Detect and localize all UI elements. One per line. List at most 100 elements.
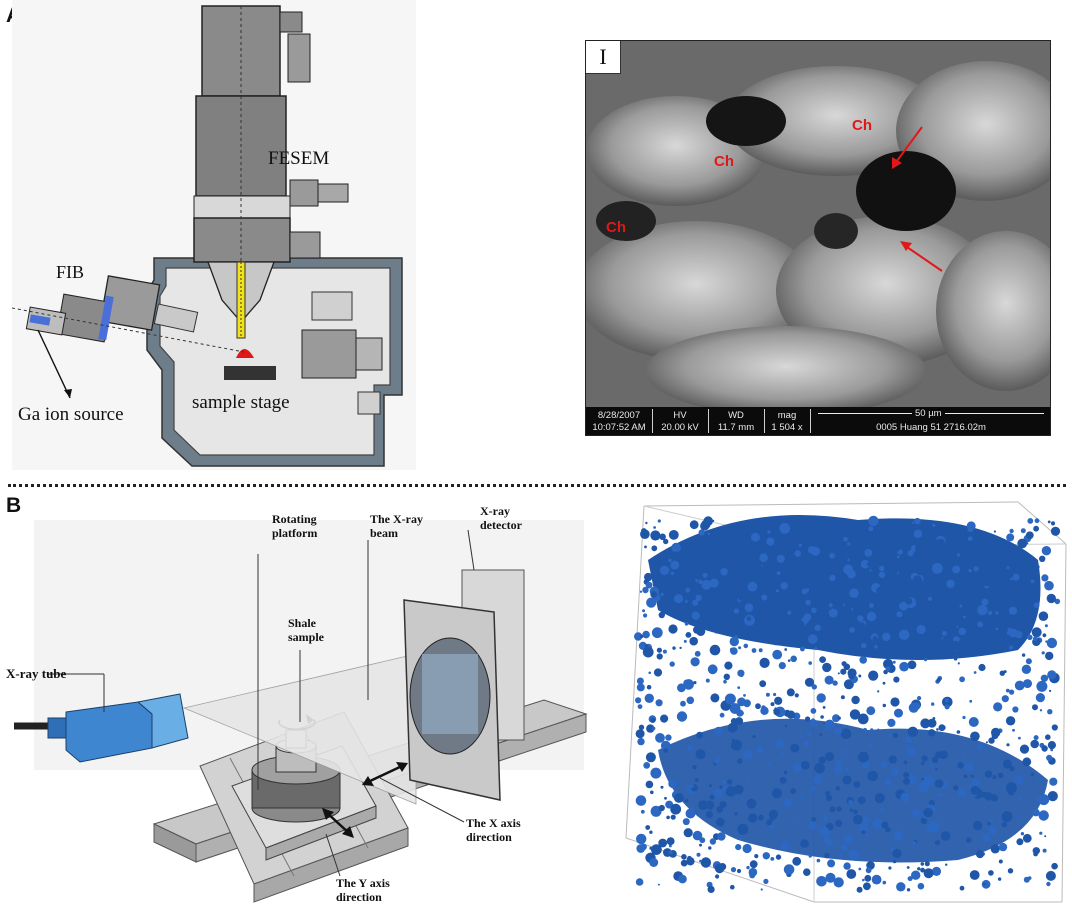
pore-blob <box>970 731 980 742</box>
pore-blob <box>1005 716 1016 726</box>
pore-blob <box>1002 759 1012 769</box>
sem-hv-label: HV <box>673 410 687 421</box>
pore-blob <box>997 877 1002 881</box>
pore-blob <box>649 846 653 850</box>
pore-blob <box>1046 881 1051 887</box>
pore-blob <box>981 598 989 606</box>
pore-blob <box>722 780 727 785</box>
pore-blob <box>687 855 692 861</box>
pore-blob <box>685 632 692 638</box>
pore-blob <box>988 870 994 876</box>
pore-blob <box>924 861 930 867</box>
fesem-label: FESEM <box>268 148 330 169</box>
pore-blob <box>855 601 859 605</box>
pore-blob <box>677 683 686 693</box>
pore-blob <box>847 542 851 546</box>
pore-blob <box>825 872 836 883</box>
sem-info-line: 0005 Huang 51 2716.02m <box>876 422 986 433</box>
pore-blob <box>991 727 1001 738</box>
pore-blob <box>835 786 840 791</box>
pore-blob <box>890 542 900 552</box>
pore-blob <box>696 731 703 739</box>
pore-blob <box>666 837 675 846</box>
pore-blob <box>699 843 702 847</box>
pore-blob <box>849 808 853 812</box>
pore-blob <box>651 545 658 552</box>
pore-blob <box>694 650 701 657</box>
pore-blob <box>737 758 743 764</box>
pore-blob <box>760 888 763 891</box>
pore-blob <box>920 862 925 866</box>
pore-blob <box>743 555 746 558</box>
pore-blob <box>1042 848 1047 853</box>
pore-blob <box>644 644 648 648</box>
sem-wd-value: 11.7 mm <box>717 422 755 433</box>
pore-blob <box>1045 870 1056 881</box>
pore-blob <box>879 565 885 572</box>
pore-blob <box>786 710 796 719</box>
pore-blob <box>737 669 745 677</box>
pore-blob <box>790 743 800 753</box>
pore-blob <box>656 653 663 660</box>
pore-blob <box>809 786 816 792</box>
pore-blob <box>704 537 711 544</box>
pore-blob <box>945 863 948 866</box>
pore-blob <box>841 843 848 851</box>
pore-blob <box>866 640 870 644</box>
pore-blob <box>695 749 706 760</box>
pore-blob <box>992 775 997 780</box>
pore-blob <box>653 526 656 529</box>
pore-blob <box>666 815 670 820</box>
pore-blob <box>656 647 662 653</box>
pore-blob <box>969 870 980 880</box>
pore-blob <box>636 683 645 692</box>
pore-blob <box>959 885 965 891</box>
pore-blob <box>877 728 880 731</box>
pore-blob <box>837 716 841 720</box>
pore-blob <box>902 619 909 625</box>
pore-blob <box>837 672 840 675</box>
pore-blob <box>685 808 696 819</box>
pore-blob <box>715 817 725 827</box>
pore-blob <box>705 810 713 819</box>
pore-blob <box>892 859 897 864</box>
pore-blob <box>953 785 959 791</box>
pore-blob <box>1021 664 1032 674</box>
pore-blob <box>687 745 694 751</box>
pore-blob <box>931 702 935 706</box>
pore-blob <box>828 608 838 618</box>
pore-blob <box>1033 851 1038 857</box>
pore-blob <box>903 772 910 778</box>
pore-blob <box>907 660 917 670</box>
pore-blob <box>937 549 940 553</box>
pore-blob <box>837 611 848 621</box>
panel-divider <box>8 484 1066 487</box>
pore-blob <box>808 634 818 644</box>
pore-blob <box>642 609 646 613</box>
pore-blob <box>805 588 810 592</box>
pore-blob <box>723 673 730 680</box>
pore-blob <box>1046 593 1056 604</box>
pore-blob <box>835 520 842 527</box>
pore-blob <box>987 610 993 616</box>
pore-blob <box>835 769 841 775</box>
pore-blob <box>1000 580 1009 588</box>
pore-blob <box>1041 651 1045 655</box>
pore-blob <box>649 830 653 834</box>
pore-blob <box>944 704 950 710</box>
pore-blob <box>670 803 682 815</box>
ch-tag-1: Ch <box>852 117 872 134</box>
pore-blob <box>914 517 921 525</box>
pore-blob <box>730 647 738 655</box>
pore-blob <box>774 696 783 705</box>
pore-blob <box>932 523 936 527</box>
pore-blob <box>1044 624 1048 628</box>
pore-blob <box>941 631 947 636</box>
pore-blob <box>964 762 974 772</box>
pore-blob <box>882 703 886 708</box>
pore-blob <box>665 734 672 741</box>
pore-blob <box>856 886 863 893</box>
pore-blob <box>655 699 663 707</box>
fib-sem-schematic: FESEM FIB Ga ion source sample stage <box>11 0 416 470</box>
